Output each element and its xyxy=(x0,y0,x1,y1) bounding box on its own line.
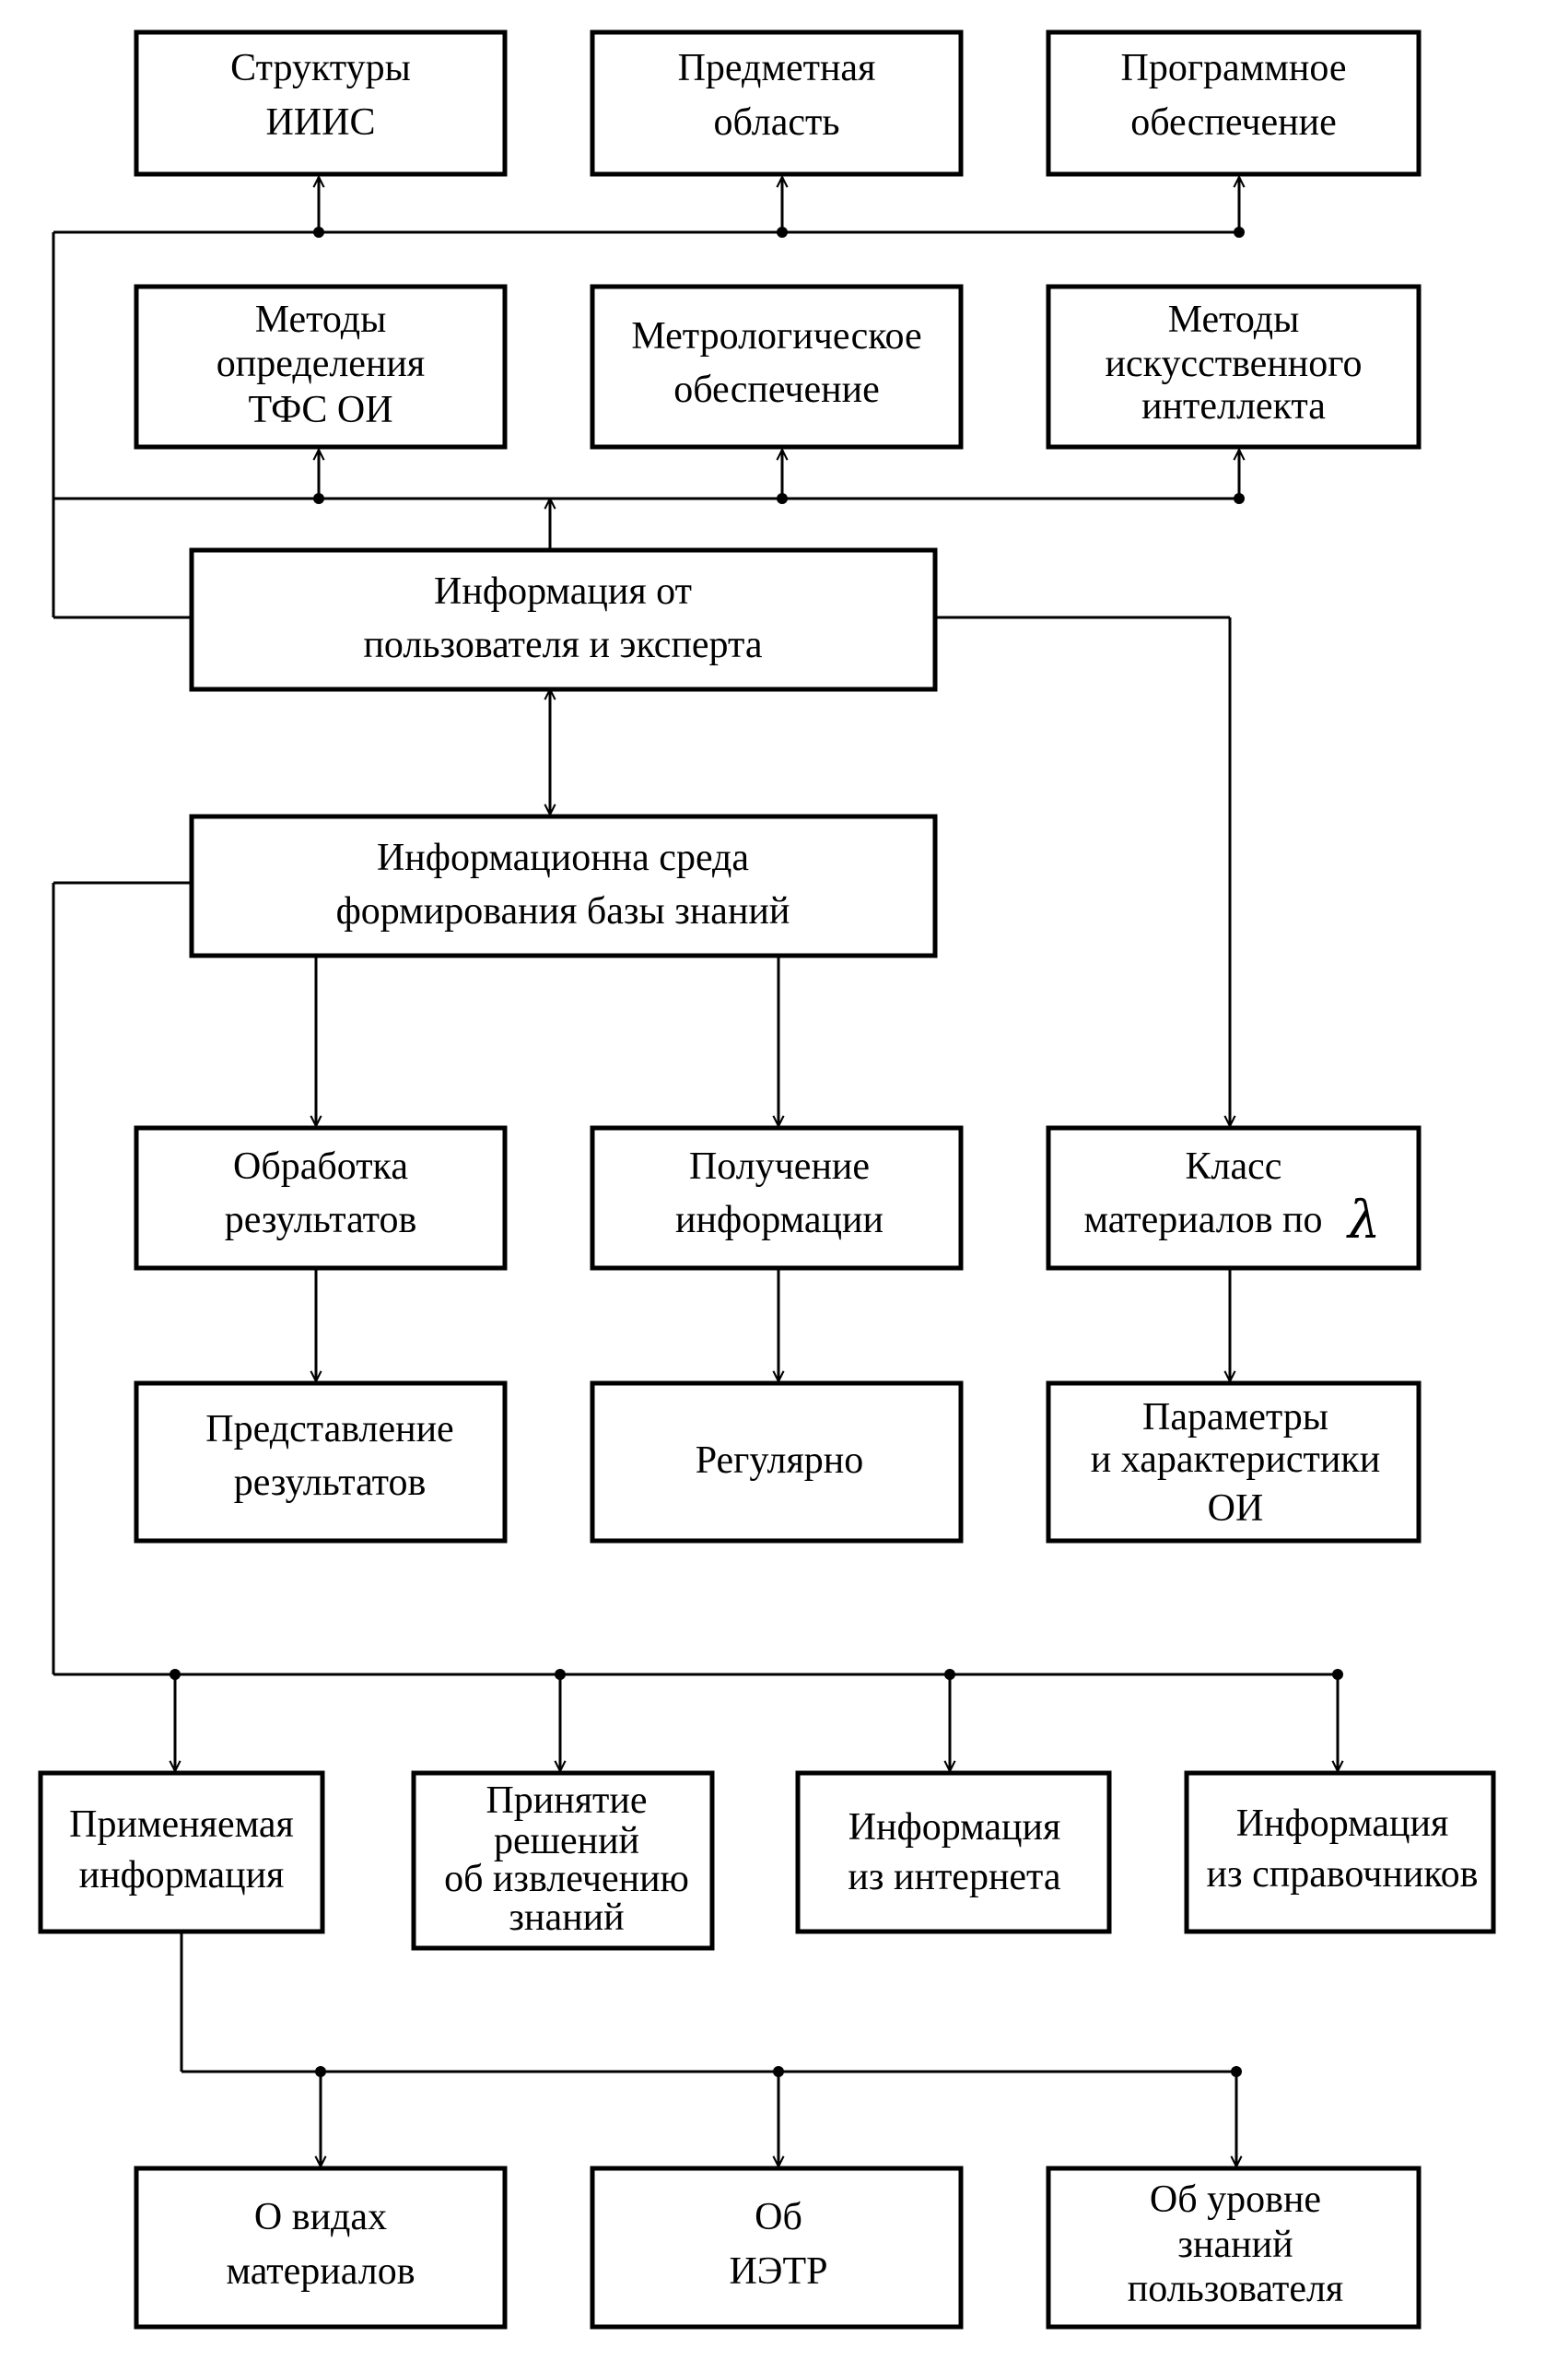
box-label-line: информации xyxy=(675,1199,883,1241)
box-label-line: Информация xyxy=(1236,1802,1449,1845)
box-informatsiya-iz-spravochnikov: Информация из справочников xyxy=(1184,1770,1496,1934)
box-label-line: результатов xyxy=(234,1462,427,1504)
box-label-line: материалов по xyxy=(1083,1199,1322,1241)
box-struktury-iiis: Структуры ИИИС xyxy=(134,29,508,177)
junction-dot xyxy=(1332,1669,1343,1680)
box-metrologicheskoe-obespechenie: Метрологическое обеспечение xyxy=(590,284,964,450)
box-label-line: ИЭТР xyxy=(729,2250,827,2293)
box-label-line: Класс xyxy=(1186,1145,1282,1188)
box-label-line: Предметная xyxy=(678,47,876,89)
box-label-line: Информация от xyxy=(434,570,692,613)
box-label-line: знаний xyxy=(1177,2224,1293,2266)
junction-dot xyxy=(313,493,324,504)
box-metody-tfs: Методы определения ТФС ОИ xyxy=(134,284,508,450)
junction-dot xyxy=(777,493,788,504)
box-label-line: О видах xyxy=(254,2196,387,2238)
box-klass-materialov: Класс материалов по λ xyxy=(1046,1125,1422,1271)
box-label-line: Параметры xyxy=(1142,1396,1328,1438)
box-prinyatie-resheniy: Принятие решений об извлечению знаний xyxy=(411,1770,715,1951)
box-label-line: Представление xyxy=(205,1408,453,1450)
box-label-line: обеспечение xyxy=(673,369,880,411)
junction-dot xyxy=(944,1669,955,1680)
box-label-line: ТФС ОИ xyxy=(248,389,392,431)
box-predmetnaya-oblast: Предметная область xyxy=(590,29,964,177)
box-predstavlenie-rezultatov: Представление результатов xyxy=(134,1380,508,1544)
connectors xyxy=(52,177,1343,2167)
box-label-line: Обработка xyxy=(233,1145,408,1188)
box-informatsiya-ot-polzovatelya: Информация от пользователя и эксперта xyxy=(189,547,938,692)
box-label-line: определения xyxy=(216,343,425,385)
box-ob-urovne-znaniy: Об уровне знаний пользователя xyxy=(1046,2166,1422,2330)
junction-dot xyxy=(170,1669,181,1680)
junction-dot xyxy=(773,2066,784,2077)
box-label-line: об извлечению xyxy=(444,1858,689,1900)
box-label-line: Метрологическое xyxy=(631,315,921,358)
box-label-line: Методы xyxy=(1168,299,1300,341)
box-label-line: Информационна среда xyxy=(377,837,749,879)
box-label-line: знаний xyxy=(509,1896,624,1939)
box-regulyarno: Регулярно xyxy=(590,1380,964,1544)
box-label-line: результатов xyxy=(225,1199,417,1241)
box-o-vidah-materialov: О видах материалов xyxy=(134,2166,508,2330)
box-label-line: Регулярно xyxy=(696,1439,864,1482)
box-metody-ii: Методы искусственного интеллекта xyxy=(1046,284,1422,450)
box-label-line: формирования базы знаний xyxy=(336,890,790,933)
box-label-line: Методы xyxy=(255,299,387,341)
box-informatsiya-iz-interneta: Информация из интернета xyxy=(795,1770,1112,1934)
box-parametry-harakteristiki: Параметры и характеристики ОИ xyxy=(1046,1380,1422,1544)
box-label-line: интеллекта xyxy=(1141,385,1326,428)
junction-dot xyxy=(1234,493,1245,504)
box-label-line: Информация xyxy=(848,1806,1061,1849)
box-label-line: Принятие xyxy=(486,1779,647,1822)
box-label-line: и характеристики xyxy=(1091,1438,1380,1481)
box-obrabotka-rezultatov: Обработка результатов xyxy=(134,1125,508,1271)
box-label-line: Об уровне xyxy=(1150,2178,1321,2221)
box-primenyaemaya-informatsiya: Применяемая информация xyxy=(38,1770,325,1934)
box-label-line: материалов xyxy=(226,2250,415,2293)
box-label-line: решений xyxy=(494,1820,639,1862)
junction-dot xyxy=(1234,227,1245,238)
box-label-line: информация xyxy=(79,1854,285,1896)
box-label-line: пользователя xyxy=(1128,2268,1344,2310)
box-label-line: ОИ xyxy=(1208,1487,1264,1530)
lambda-symbol: λ xyxy=(1346,1191,1381,1251)
junction-dot xyxy=(315,2066,326,2077)
box-label-line: Применяемая xyxy=(69,1803,294,1846)
box-programmnoe-obespechenie: Программное обеспечение xyxy=(1046,29,1422,177)
junction-dot xyxy=(313,227,324,238)
box-label-line: Программное xyxy=(1121,47,1347,89)
box-label-line: Об xyxy=(755,2196,802,2238)
box-poluchenie-informatsii: Получение информации xyxy=(590,1125,964,1271)
box-label-line: ИИИС xyxy=(265,101,375,144)
box-label-line: пользователя и эксперта xyxy=(363,624,762,666)
box-label-line: из интернета xyxy=(848,1856,1061,1898)
box-ob-ietr: Об ИЭТР xyxy=(590,2166,964,2330)
box-label-line: область xyxy=(713,101,839,144)
box-label-line: обеспечение xyxy=(1130,101,1337,144)
box-label-line: Получение xyxy=(689,1145,870,1188)
junction-dot xyxy=(1231,2066,1242,2077)
box-label-line: Структуры xyxy=(230,47,411,89)
junction-dot xyxy=(555,1669,566,1680)
box-label-line: искусственного xyxy=(1106,343,1363,385)
box-label-line: из справочников xyxy=(1207,1853,1479,1896)
box-informatsionnaya-sreda: Информационна среда формирования базы зн… xyxy=(189,814,938,958)
junction-dot xyxy=(777,227,788,238)
